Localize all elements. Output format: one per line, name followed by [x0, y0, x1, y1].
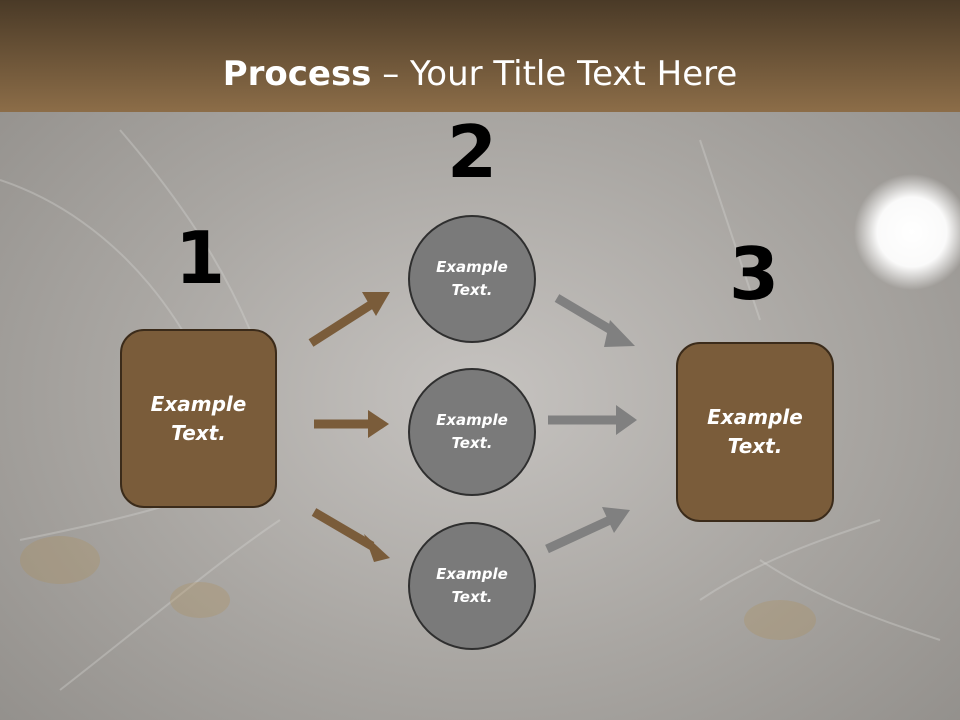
right-box-text: Example Text.: [707, 405, 803, 458]
middle-circle: Example Text.: [408, 368, 536, 496]
title-rest: – Your Title Text Here: [371, 54, 738, 94]
title-bar: [0, 0, 960, 112]
top-circle: Example Text.: [408, 215, 536, 343]
bottom-circle-text: Example Text.: [436, 565, 508, 606]
left-box-text: Example Text.: [150, 391, 247, 445]
arrow-to-middle-circle: [314, 410, 389, 438]
arrow-to-top-circle: [308, 292, 390, 347]
right-process-box: Example Text.: [676, 342, 834, 522]
middle-circle-text: Example Text.: [436, 411, 508, 452]
step-number-1: 1: [174, 216, 226, 300]
left-process-box: Example Text.: [120, 329, 277, 508]
step-number-2: 2: [446, 110, 498, 194]
arrow-from-bottom-circle: [545, 507, 630, 554]
title-bold: Process: [222, 54, 372, 94]
bottom-circle: Example Text.: [408, 522, 536, 650]
top-circle-text: Example Text.: [436, 258, 508, 299]
arrow-from-top-circle: [554, 294, 635, 347]
arrow-from-middle-circle: [548, 405, 637, 435]
arrow-to-bottom-circle: [311, 508, 390, 562]
step-number-3: 3: [728, 232, 780, 316]
slide-title: Process – Your Title Text Here: [0, 50, 960, 98]
